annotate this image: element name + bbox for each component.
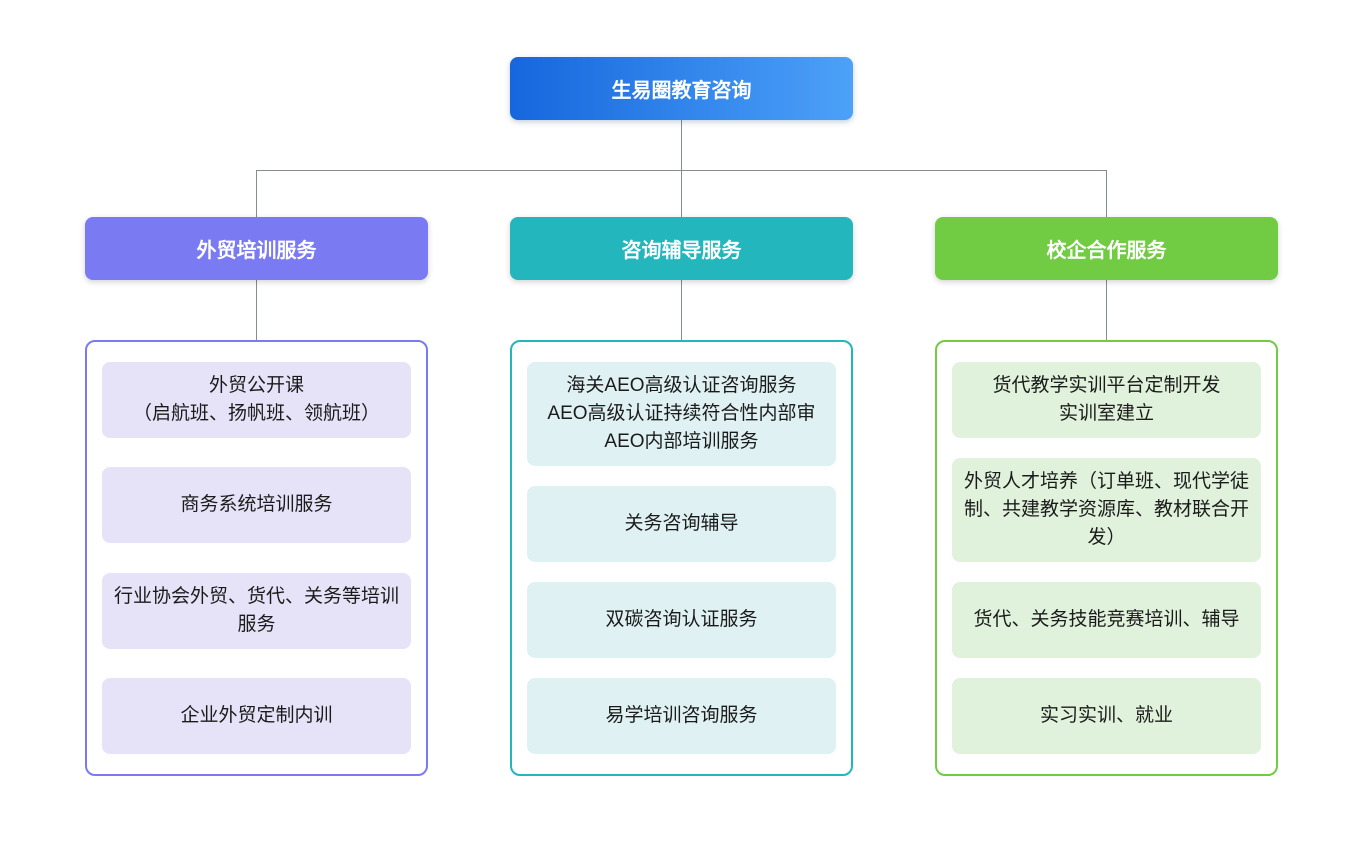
connector-drop-branch-1 — [256, 170, 257, 218]
branch-header-consulting-coaching: 咨询辅导服务 — [510, 217, 853, 280]
branch-item: 关务咨询辅导 — [527, 486, 836, 562]
root-node: 生易圈教育咨询 — [510, 57, 853, 120]
branch-item: 企业外贸定制内训 — [102, 677, 411, 754]
branch-item: 外贸公开课 （启航班、扬帆班、领航班） — [102, 362, 411, 438]
connector-drop-branch-2 — [681, 170, 682, 218]
branch-container-consulting-coaching: 海关AEO高级认证咨询服务 AEO高级认证持续符合性内部审 AEO内部培训服务 … — [510, 340, 853, 776]
connector-stem-branch-1 — [256, 280, 257, 340]
branch-item: 商务系统培训服务 — [102, 467, 411, 544]
branch-item: 货代、关务技能竞赛培训、辅导 — [952, 582, 1261, 658]
branch-header-label: 外贸培训服务 — [196, 240, 317, 262]
branch-container-foreign-trade-training: 外贸公开课 （启航班、扬帆班、领航班） 商务系统培训服务 行业协会外贸、货代、关… — [85, 340, 428, 776]
branch-item: 货代教学实训平台定制开发 实训室建立 — [952, 362, 1261, 438]
branch-item: 行业协会外贸、货代、关务等培训服务 — [102, 572, 411, 649]
branch-header-foreign-trade-training: 外贸培训服务 — [85, 217, 428, 280]
connector-root-stem — [681, 120, 682, 170]
connector-stem-branch-2 — [681, 280, 682, 340]
root-node-label: 生易圈教育咨询 — [611, 80, 752, 102]
connector-drop-branch-3 — [1106, 170, 1107, 218]
connector-stem-branch-3 — [1106, 280, 1107, 340]
branch-header-label: 咨询辅导服务 — [621, 240, 742, 262]
branch-item: 双碳咨询认证服务 — [527, 582, 836, 658]
branch-item: 海关AEO高级认证咨询服务 AEO高级认证持续符合性内部审 AEO内部培训服务 — [527, 362, 836, 466]
branch-item: 实习实训、就业 — [952, 678, 1261, 754]
branch-header-label: 校企合作服务 — [1046, 240, 1167, 262]
branch-container-school-enterprise-cooperation: 货代教学实训平台定制开发 实训室建立 外贸人才培养（订单班、现代学徒制、共建教学… — [935, 340, 1278, 776]
branch-header-school-enterprise-cooperation: 校企合作服务 — [935, 217, 1278, 280]
branch-item: 外贸人才培养（订单班、现代学徒制、共建教学资源库、教材联合开发） — [952, 458, 1261, 562]
branch-item: 易学培训咨询服务 — [527, 678, 836, 754]
